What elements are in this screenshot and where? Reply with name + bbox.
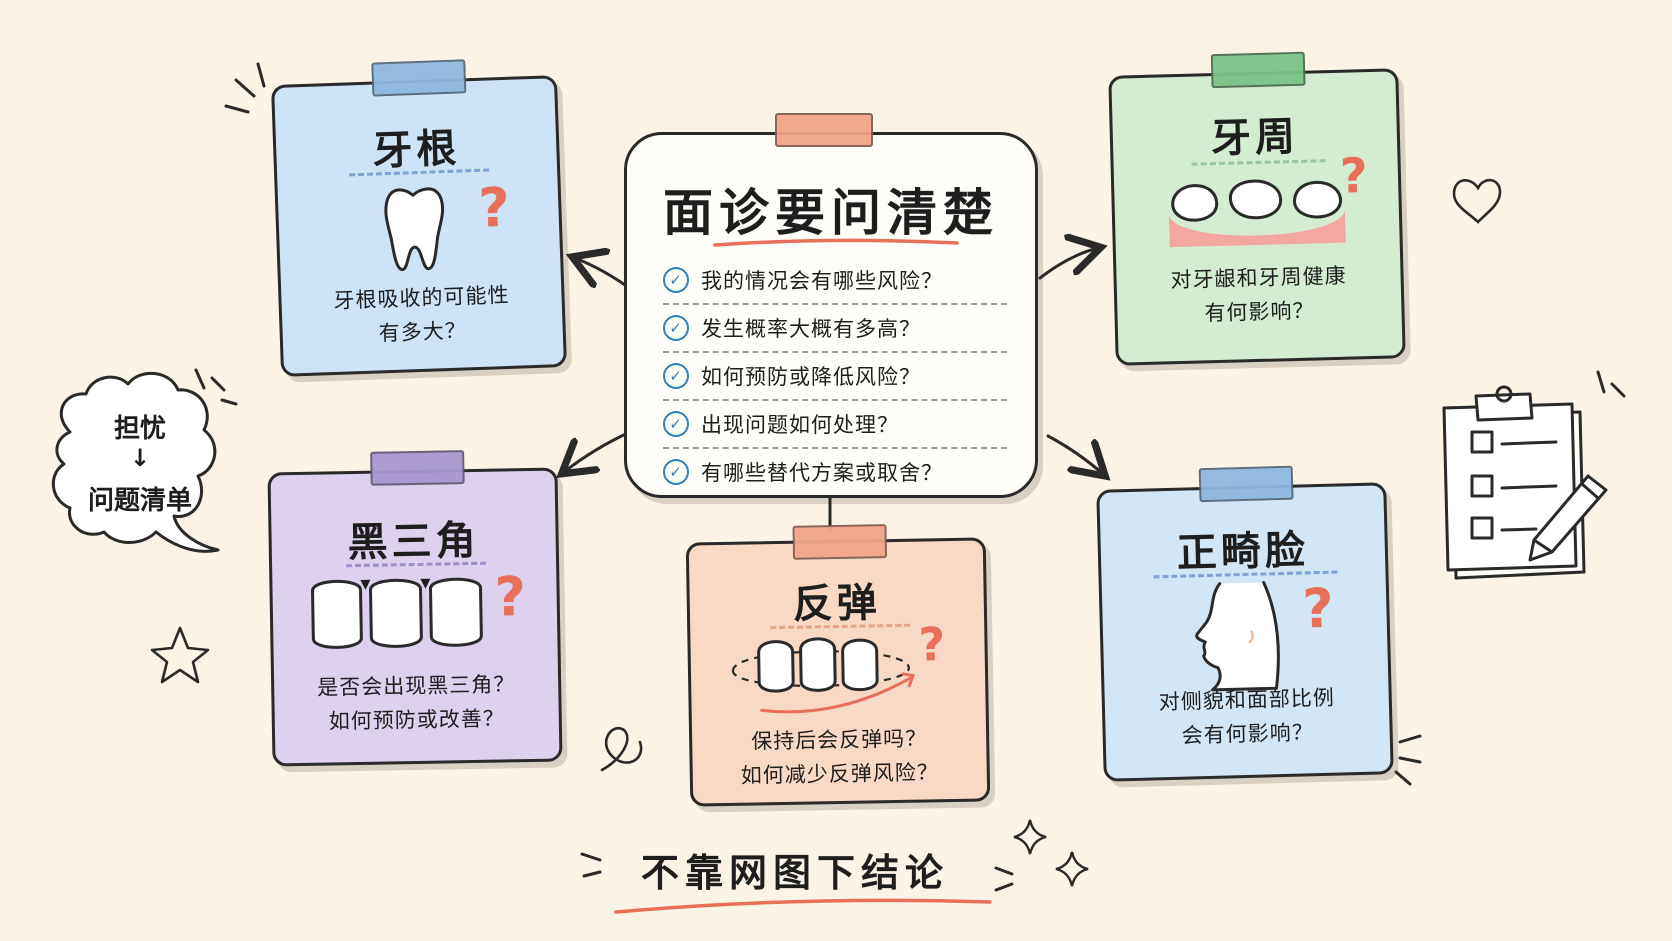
card-face-question-2: 会有何影响？ — [1181, 720, 1314, 748]
sparkle-marks-bubble — [194, 368, 238, 406]
checklist-item-text: 发生概率大概有多高？ — [701, 317, 921, 341]
curl-doodle — [600, 726, 643, 772]
question-mark: ? — [477, 175, 511, 240]
tooth-icon — [384, 187, 445, 272]
thought-bubble-shape — [51, 371, 220, 553]
card-root: 牙根 ? 牙根吸收的可能性 有多大？ — [270, 59, 568, 377]
card-rebound: 反弹 ? 保持后会反弹吗？ 如何减少反弹风险？ — [685, 524, 991, 807]
star-icon — [150, 626, 210, 684]
check-circle-icon: ✓ — [663, 267, 689, 293]
checklist-item-text: 如何预防或降低风险？ — [701, 365, 921, 389]
check-circle-icon: ✓ — [663, 315, 689, 341]
card-black-triangle: 黑三角 ? 是否会出现黑三角？ 如何预防或改善？ — [267, 450, 563, 767]
bubble-worry-label: 担忧 — [113, 414, 166, 444]
check-circle-icon: ✓ — [663, 363, 689, 389]
sparkle-icon-footer-2 — [1055, 851, 1089, 887]
card-root-title: 牙根 — [371, 125, 462, 175]
checklist-item-text: 我的情况会有哪些风险？ — [701, 269, 943, 293]
footer-dash-marks — [580, 852, 1014, 892]
checklist-item: ✓ 我的情况会有哪些风险？ — [663, 257, 1007, 305]
bubble-question-list-label: 问题清单 — [87, 486, 192, 516]
sparkle-marks-right — [1596, 370, 1626, 398]
bubble-arrow: ↓ — [129, 444, 151, 472]
checklist: ✓ 我的情况会有哪些风险？ ✓ 发生概率大概有多高？ ✓ 如何预防或降低风险？ … — [663, 257, 1007, 495]
sparkle-icon-footer-1 — [1013, 819, 1047, 855]
question-mark: ? — [1301, 576, 1335, 641]
sparkle-marks-bottom-right — [1394, 734, 1422, 786]
title-underline — [713, 238, 959, 247]
card-perio-question-2: 有何影响？ — [1204, 298, 1315, 326]
footer-conclusion: 不靠网图下结论 — [640, 851, 949, 895]
tape-purple — [370, 450, 465, 486]
card-triangle-question-1: 是否会出现黑三角？ — [317, 672, 516, 700]
checklist-item: ✓ 出现问题如何处理？ — [663, 401, 1007, 449]
tape-orange-small — [792, 524, 888, 560]
card-face-profile: 正畸脸 ? 对侧貌和面部比例 会有何影响？ — [1096, 465, 1394, 782]
checklist-item-text: 出现问题如何处理？ — [701, 413, 899, 437]
card-perio: 牙周 ? 对牙龈和牙周健康 有何影响？ — [1108, 51, 1406, 366]
teeth-gap-icon — [311, 577, 483, 649]
card-rebound-question-2: 如何减少反弹风险？ — [740, 760, 939, 788]
arrow-to-perio — [1038, 248, 1098, 280]
center-card: 面诊要问清楚 ✓ 我的情况会有哪些风险？ ✓ 发生概率大概有多高？ ✓ 如何预防… — [624, 113, 1038, 498]
teeth-gum-icon — [1168, 179, 1346, 248]
tape-blue-small — [1198, 465, 1294, 503]
card-triangle-question-2: 如何预防或改善？ — [328, 706, 505, 734]
sparkle-marks-top-left — [224, 62, 266, 114]
card-rebound-question-1: 保持后会反弹吗？ — [750, 726, 928, 754]
tape-orange — [775, 113, 873, 147]
check-circle-icon: ✓ — [663, 411, 689, 437]
heart-icon — [1452, 178, 1502, 224]
tape-green — [1210, 51, 1306, 89]
teeth-shift-icon — [731, 637, 916, 714]
clipboard-icon — [1442, 385, 1608, 580]
face-profile-icon — [1195, 580, 1280, 692]
checklist-item-text: 有哪些替代方案或取舍？ — [701, 461, 943, 485]
center-title: 面诊要问清楚 — [663, 184, 999, 242]
question-mark: ? — [918, 617, 946, 672]
check-circle-icon: ✓ — [663, 459, 689, 485]
checklist-item: ✓ 发生概率大概有多高？ — [663, 305, 1007, 353]
card-triangle-title: 黑三角 — [347, 517, 481, 567]
arrow-to-triangle — [564, 430, 632, 472]
card-face-title: 正畸脸 — [1176, 527, 1310, 577]
checklist-item: ✓ 有哪些替代方案或取舍？ — [663, 449, 1007, 495]
tape-blue — [371, 59, 467, 97]
arrow-to-face — [1046, 434, 1103, 474]
footer-underline — [614, 898, 992, 914]
question-mark: ? — [494, 565, 527, 629]
checklist-item: ✓ 如何预防或降低风险？ — [663, 353, 1007, 401]
question-mark: ? — [1339, 148, 1369, 205]
